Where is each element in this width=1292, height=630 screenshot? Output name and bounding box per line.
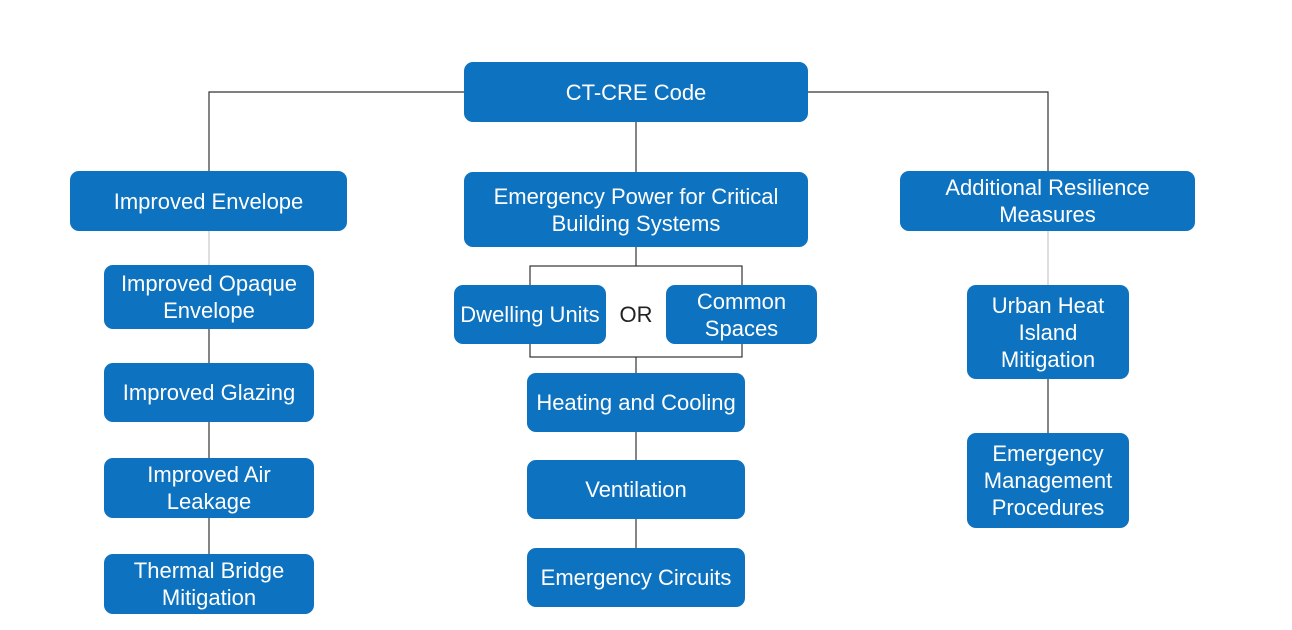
node-thermal-bridge-mitigation: Thermal Bridge Mitigation — [104, 554, 314, 614]
node-improved-glazing: Improved Glazing — [104, 363, 314, 422]
branch-additional-resilience: Additional Resilience Measures — [900, 171, 1195, 231]
branch-improved-envelope: Improved Envelope — [70, 171, 347, 231]
node-improved-opaque-envelope: Improved Opaque Envelope — [104, 265, 314, 329]
node-emergency-circuits: Emergency Circuits — [527, 548, 745, 607]
node-ventilation: Ventilation — [527, 460, 745, 519]
node-urban-heat-island-mitigation: Urban Heat Island Mitigation — [967, 285, 1129, 379]
node-heating-and-cooling: Heating and Cooling — [527, 373, 745, 432]
or-label: OR — [619, 302, 653, 327]
node-emergency-management-procedures: Emergency Management Procedures — [967, 433, 1129, 528]
root-node: CT-CRE Code — [464, 62, 808, 122]
node-improved-air-leakage: Improved Air Leakage — [104, 458, 314, 518]
branch-emergency-power: Emergency Power for Critical Building Sy… — [464, 172, 808, 247]
connector-root-right — [808, 91, 1049, 171]
connector-root-left — [208, 91, 465, 171]
node-dwelling-units: Dwelling Units — [454, 285, 606, 344]
node-common-spaces: Common Spaces — [666, 285, 817, 344]
